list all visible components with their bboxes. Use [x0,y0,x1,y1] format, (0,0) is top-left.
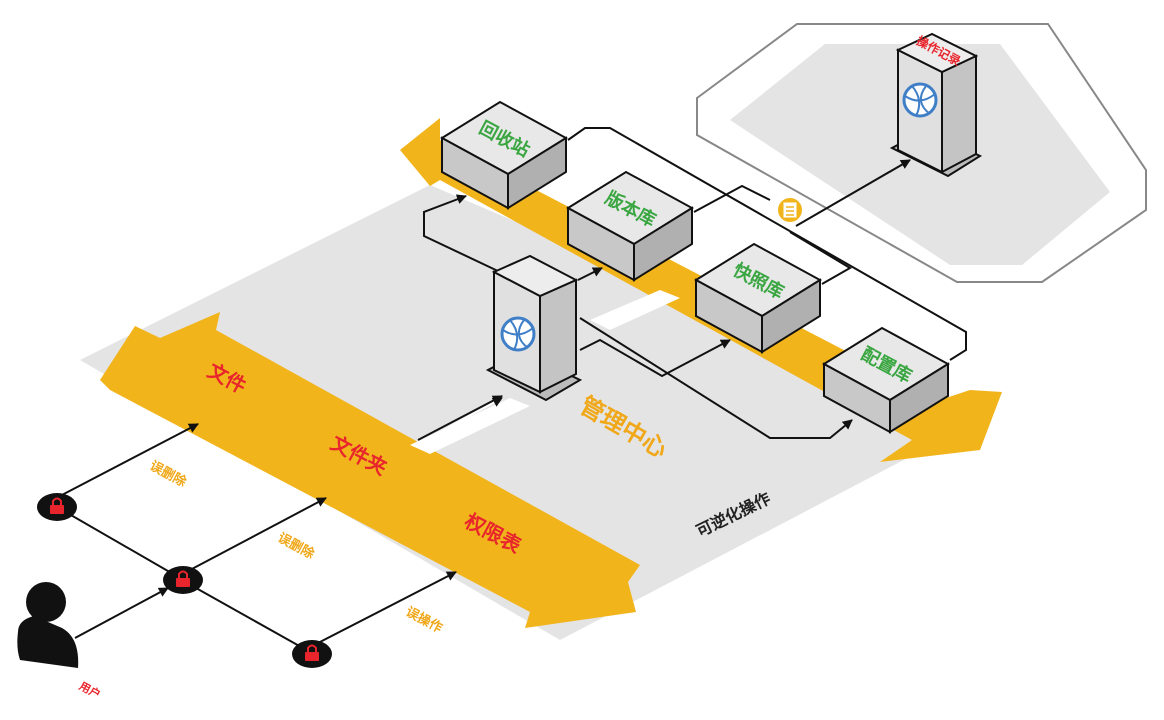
version-store: 版本库 [566,170,694,282]
lock-icon [292,640,332,668]
lane-gap [410,398,530,454]
lane-gap-2 [590,290,680,330]
user-to-lock-line [74,587,169,639]
document-icon [776,196,804,224]
to-config-line [579,317,853,439]
snapshot-store: 快照库 [694,242,822,354]
user-label: 用户 [77,679,103,702]
lock-icon [163,566,203,594]
lock-chain-line-2 [195,587,311,653]
to-snapshot-line [579,338,731,378]
recycle-to-log-line [567,127,967,361]
mis-delete-label-2: 误删除 [275,530,318,563]
recycle-store: 回收站 [440,100,568,210]
to-recycle-line [423,194,501,273]
mis-operation-arrow [317,571,457,644]
version-to-log-line [693,184,771,213]
snapshot-to-log-line [789,231,852,285]
lock-icon [37,493,77,521]
lock-chain-line-1 [56,506,181,579]
mis-delete-arrow-1 [59,423,199,497]
resource-band [100,312,640,628]
to-management-arrow [417,397,503,445]
mis-operation-label: 误操作 [403,604,445,636]
to-ops-log-arrow [795,159,911,227]
mis-delete-label-1: 误删除 [147,458,190,491]
to-version-line [577,267,603,281]
management-globe-icon [500,316,536,352]
mis-delete-arrow-2 [189,497,327,571]
ops-log-globe-icon [902,82,938,118]
config-store: 配置库 [822,326,950,434]
management-server [485,254,583,402]
platform-panel [80,185,980,640]
person-icon [17,582,79,668]
ops-log-server: 操作记录 [889,33,983,178]
to-management-arrow-black [417,395,503,441]
